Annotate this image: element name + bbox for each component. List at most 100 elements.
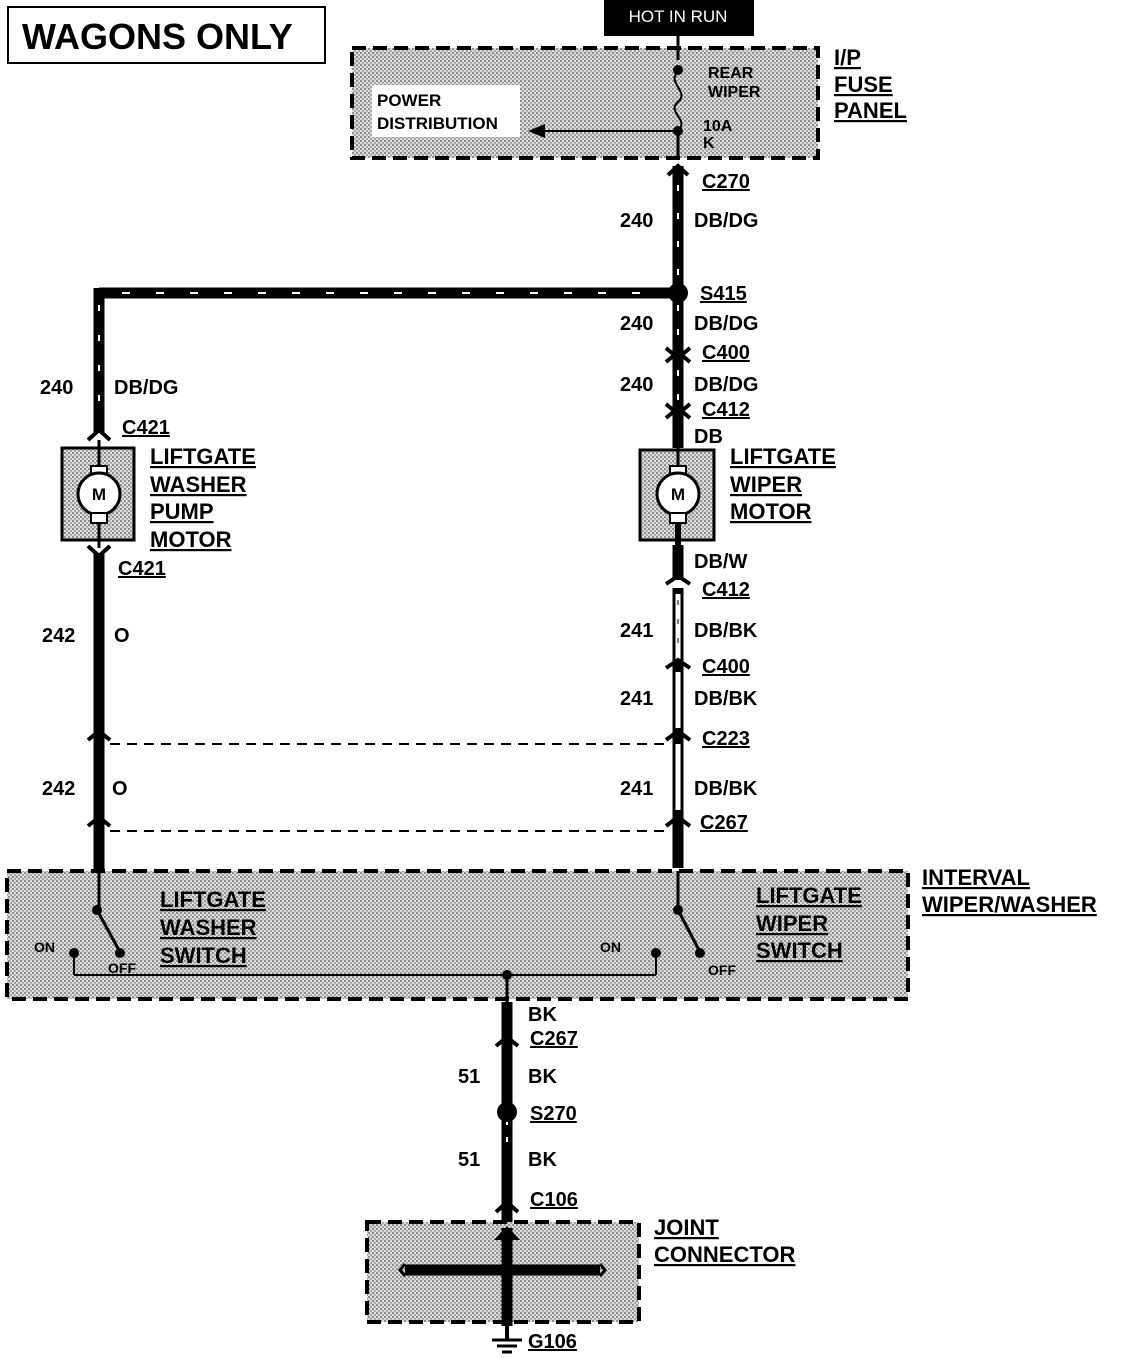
circuit-241-label: 241 [620, 620, 653, 642]
title-label: WAGONS ONLY [22, 16, 293, 57]
circuit-241-label-3: 241 [620, 778, 653, 800]
circuit-241-label-2: 241 [620, 688, 653, 710]
wiper-switch-label-1: LIFTGATE [756, 883, 862, 908]
s270-splice [497, 1102, 517, 1122]
c267-lower-connector [494, 1034, 520, 1048]
wire-color-db-bk-3: DB/BK [694, 778, 758, 800]
arrow-left-icon [528, 124, 545, 138]
title-box: WAGONS ONLY [7, 6, 326, 64]
washer-switch-label-1: LIFTGATE [160, 887, 266, 912]
joint-connector [365, 1220, 641, 1326]
circuit-51-label: 51 [458, 1066, 480, 1088]
fuse-icon [673, 71, 683, 131]
washer-switch-label-3: SWITCH [160, 943, 247, 968]
circuit-242-label-2: 242 [42, 778, 75, 800]
wire-color-bk-2: BK [528, 1066, 557, 1088]
hot-in-run-label: HOT IN RUN [629, 7, 728, 26]
wire-color-bk: BK [528, 1004, 557, 1026]
c270-connector [666, 163, 690, 177]
interval-module [5, 869, 910, 1004]
circuit-240-label-3: 240 [620, 374, 653, 396]
s415-splice [668, 283, 688, 303]
c223-label: C223 [702, 728, 750, 750]
washer-pump-label-3: PUMP [150, 499, 214, 524]
fuse-panel-label-2: FUSE [834, 72, 893, 97]
c400-lower-label: C400 [702, 656, 750, 678]
wiper-switch-blade [676, 909, 702, 953]
c267-connector-left [86, 814, 112, 828]
c400-upper-connector [664, 349, 692, 364]
c223-connector-right [664, 728, 692, 742]
c412-lower-label: C412 [702, 579, 750, 601]
washer-pump-motor: M [60, 440, 136, 548]
wiper-motor-symbol: M [671, 485, 685, 504]
washer-motor-symbol: M [92, 485, 106, 504]
wiper-motor: M [638, 440, 716, 548]
wiper-switch-label-2: WIPER [756, 911, 828, 936]
circuit-240-label: 240 [620, 210, 653, 232]
wire-color-db-dg-3: DB/DG [694, 374, 758, 396]
circuit-240-label-left: 240 [40, 377, 73, 399]
wire-240-branch [93, 287, 678, 432]
washer-pump-label-2: WASHER [150, 472, 247, 497]
wire-color-db: DB [694, 426, 723, 448]
c267-connector-right [664, 814, 692, 828]
c223-connector-left [86, 728, 112, 742]
circuit-242-label: 242 [42, 625, 75, 647]
c412-upper-connector [664, 405, 692, 420]
wire-color-o: O [114, 625, 130, 647]
s270-label: S270 [530, 1103, 577, 1125]
wiper-switch-on: ON [600, 939, 621, 955]
washer-switch-label-2: WASHER [160, 915, 257, 940]
interval-label-1: INTERVAL [922, 865, 1030, 890]
power-distribution-box [372, 85, 520, 137]
fuse-label-2: WIPER [708, 84, 761, 101]
washer-switch-on: ON [34, 939, 55, 955]
wire-color-db-dg-left: DB/DG [114, 377, 178, 399]
fuse-label-1: REAR [708, 65, 754, 82]
circuit-240-label-2: 240 [620, 313, 653, 335]
wiper-motor-label-2: WIPER [730, 472, 802, 497]
fuse-panel: POWER DISTRIBUTION REAR WIPER 10A K [350, 30, 820, 160]
circuit-51-label-2: 51 [458, 1149, 480, 1171]
c106-connector [494, 1199, 520, 1214]
wire-color-db-dg-2: DB/DG [694, 313, 758, 335]
c400-upper-label: C400 [702, 342, 750, 364]
c267-lower-label: C267 [530, 1028, 578, 1050]
joint-label-1: JOINT [654, 1215, 719, 1240]
washer-switch-off: OFF [108, 960, 136, 976]
c421-lower-label: C421 [118, 558, 166, 580]
washer-pump-label-1: LIFTGATE [150, 444, 256, 469]
c421-upper-connector [86, 427, 112, 442]
c412-upper-label: C412 [702, 399, 750, 421]
washer-pump-label-4: MOTOR [150, 527, 232, 552]
wire-color-bk-3: BK [528, 1149, 557, 1171]
c267-upper-label: C267 [700, 812, 748, 834]
wiper-motor-label-3: MOTOR [730, 499, 812, 524]
washer-switch-blade [95, 909, 122, 953]
c412-lower-connector [664, 573, 692, 586]
c421-upper-label: C421 [122, 417, 170, 439]
wire-color-db-bk-2: DB/BK [694, 688, 758, 710]
wire-color-db-w: DB/W [694, 551, 747, 573]
wire-color-db-bk: DB/BK [694, 620, 758, 642]
g106-label: G106 [528, 1331, 577, 1353]
fuse-panel-label-3: PANEL [834, 98, 907, 123]
joint-label-2: CONNECTOR [654, 1242, 795, 1267]
wiper-switch-label-3: SWITCH [756, 938, 843, 963]
power-label-1: POWER [377, 91, 441, 110]
c400-lower-connector [664, 657, 692, 670]
fuse-rating: 10A [703, 118, 733, 135]
interval-label-2: WIPER/WASHER [922, 892, 1097, 917]
wiper-switch-off: OFF [708, 962, 736, 978]
wire-color-o-2: O [112, 778, 128, 800]
wire-color-db-dg: DB/DG [694, 210, 758, 232]
c106-label: C106 [530, 1189, 578, 1211]
ground-icon [492, 1322, 522, 1354]
fuse-panel-label-1: I/P [834, 45, 861, 70]
power-label-2: DISTRIBUTION [377, 114, 498, 133]
wiper-motor-label-1: LIFTGATE [730, 444, 836, 469]
fuse-letter: K [703, 135, 715, 152]
s415-label: S415 [700, 283, 747, 305]
